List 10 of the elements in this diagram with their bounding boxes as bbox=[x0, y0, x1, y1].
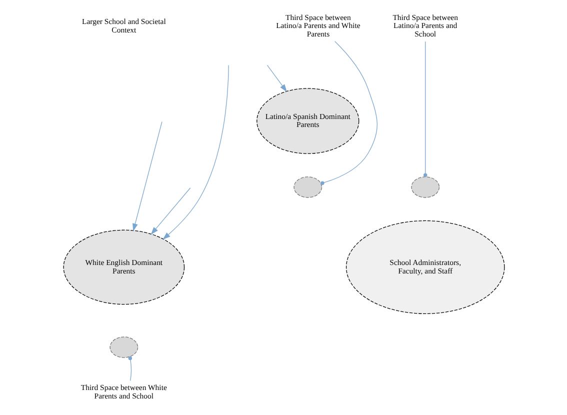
arrow bbox=[162, 64, 228, 240]
node-ellipse bbox=[109, 336, 138, 358]
node-ellipse bbox=[293, 176, 322, 198]
arrow bbox=[132, 121, 162, 232]
arrow bbox=[266, 64, 286, 92]
arrow bbox=[150, 188, 190, 235]
connector bbox=[422, 41, 427, 178]
node-ellipse bbox=[410, 176, 440, 198]
connector bbox=[128, 356, 132, 382]
connector bbox=[320, 41, 377, 185]
